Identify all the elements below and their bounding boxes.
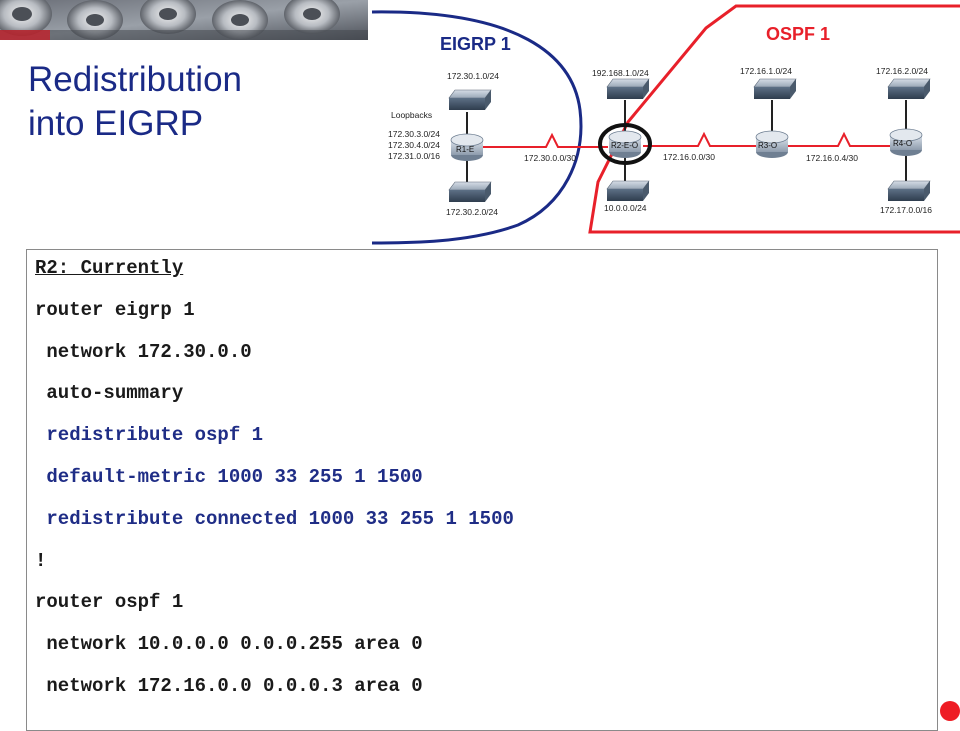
ospf-area-label: OSPF 1 <box>766 24 830 44</box>
slide-title: Redistribution into EIGRP <box>28 58 242 146</box>
network-label-r2-lan-bottom: 10.0.0.0/24 <box>604 203 647 213</box>
switch-r4-lan-bottom <box>887 180 931 201</box>
network-label-r1-lan-top: 172.30.1.0/24 <box>447 71 499 81</box>
code-line: redistribute ospf 1 <box>35 424 264 447</box>
code-line: network 10.0.0.0 0.0.0.255 area 0 <box>35 633 423 656</box>
r2-highlight-circle <box>598 123 652 165</box>
router-r4-label: R4-O <box>893 139 912 148</box>
links <box>466 100 907 182</box>
code-line: network 172.30.0.0 <box>35 340 252 363</box>
network-label-r1-r2-link: 172.30.0.0/30 <box>524 153 576 163</box>
code-line: network 172.16.0.0 0.0.0.3 area 0 <box>35 675 423 697</box>
switch-r2-lan-bottom <box>606 180 650 201</box>
eigrp-area-boundary <box>371 10 583 245</box>
switch-r3-lan-top <box>753 78 797 99</box>
code-line: router eigrp 1 <box>35 298 195 321</box>
router-r2-label: R2-E-O <box>611 141 638 150</box>
header-photo <box>0 0 368 40</box>
router-r1: R1-E <box>450 133 484 161</box>
code-line: default-metric 1000 33 255 1 1500 <box>35 466 423 488</box>
serial-link-r3-r4 <box>788 131 890 147</box>
code-line: redistribute connected 1000 33 255 1 150… <box>35 507 514 530</box>
network-label-r4-lan-top: 172.16.2.0/24 <box>876 66 928 76</box>
slide-title-line-2: into EIGRP <box>28 104 204 143</box>
loopback-net-2: 172.30.4.0/24 <box>388 140 440 150</box>
ospf-area-boundary <box>588 4 960 234</box>
serial-link-r1-r2 <box>482 132 608 148</box>
network-label-r1-lan-bottom: 172.30.2.0/24 <box>446 207 498 217</box>
red-dot-marker <box>940 701 960 721</box>
loopbacks-heading: Loopbacks <box>391 110 432 120</box>
code-line: R2: Currently <box>35 257 184 279</box>
switch-r1-lan-bottom <box>448 181 492 202</box>
switch-r1-lan-top <box>448 89 492 110</box>
router-r4: R4-O <box>889 128 923 156</box>
code-line: auto-summary <box>35 382 184 405</box>
switch-r4-lan-top <box>887 78 931 99</box>
config-code-box: R2: Currently router eigrp 1 network 172.… <box>26 249 938 731</box>
router-r1-label: R1-E <box>456 145 474 154</box>
router-r3: R3-O <box>755 130 789 158</box>
loopback-net-3: 172.31.0.0/16 <box>388 151 440 161</box>
eigrp-area-label: EIGRP 1 <box>440 34 511 54</box>
slide-title-line-1: Redistribution <box>28 60 242 99</box>
network-label-r2-r3-link: 172.16.0.0/30 <box>663 152 715 162</box>
code-line: router ospf 1 <box>35 591 184 614</box>
router-r3-label: R3-O <box>758 141 777 150</box>
router-r2: R2-E-O <box>608 130 642 158</box>
network-label-r3-r4-link: 172.16.0.4/30 <box>806 153 858 163</box>
code-line: ! <box>35 549 47 572</box>
switch-r2-lan-top <box>606 78 650 99</box>
network-label-r3-lan-top: 172.16.1.0/24 <box>740 66 792 76</box>
serial-link-r2-r3 <box>643 131 757 147</box>
loopback-net-1: 172.30.3.0/24 <box>388 129 440 139</box>
network-label-r4-lan-bottom: 172.17.0.0/16 <box>880 205 932 215</box>
network-label-r2-lan-top: 192.168.1.0/24 <box>592 68 649 78</box>
network-topology-diagram: EIGRP 1 OSPF 1 <box>368 0 960 250</box>
